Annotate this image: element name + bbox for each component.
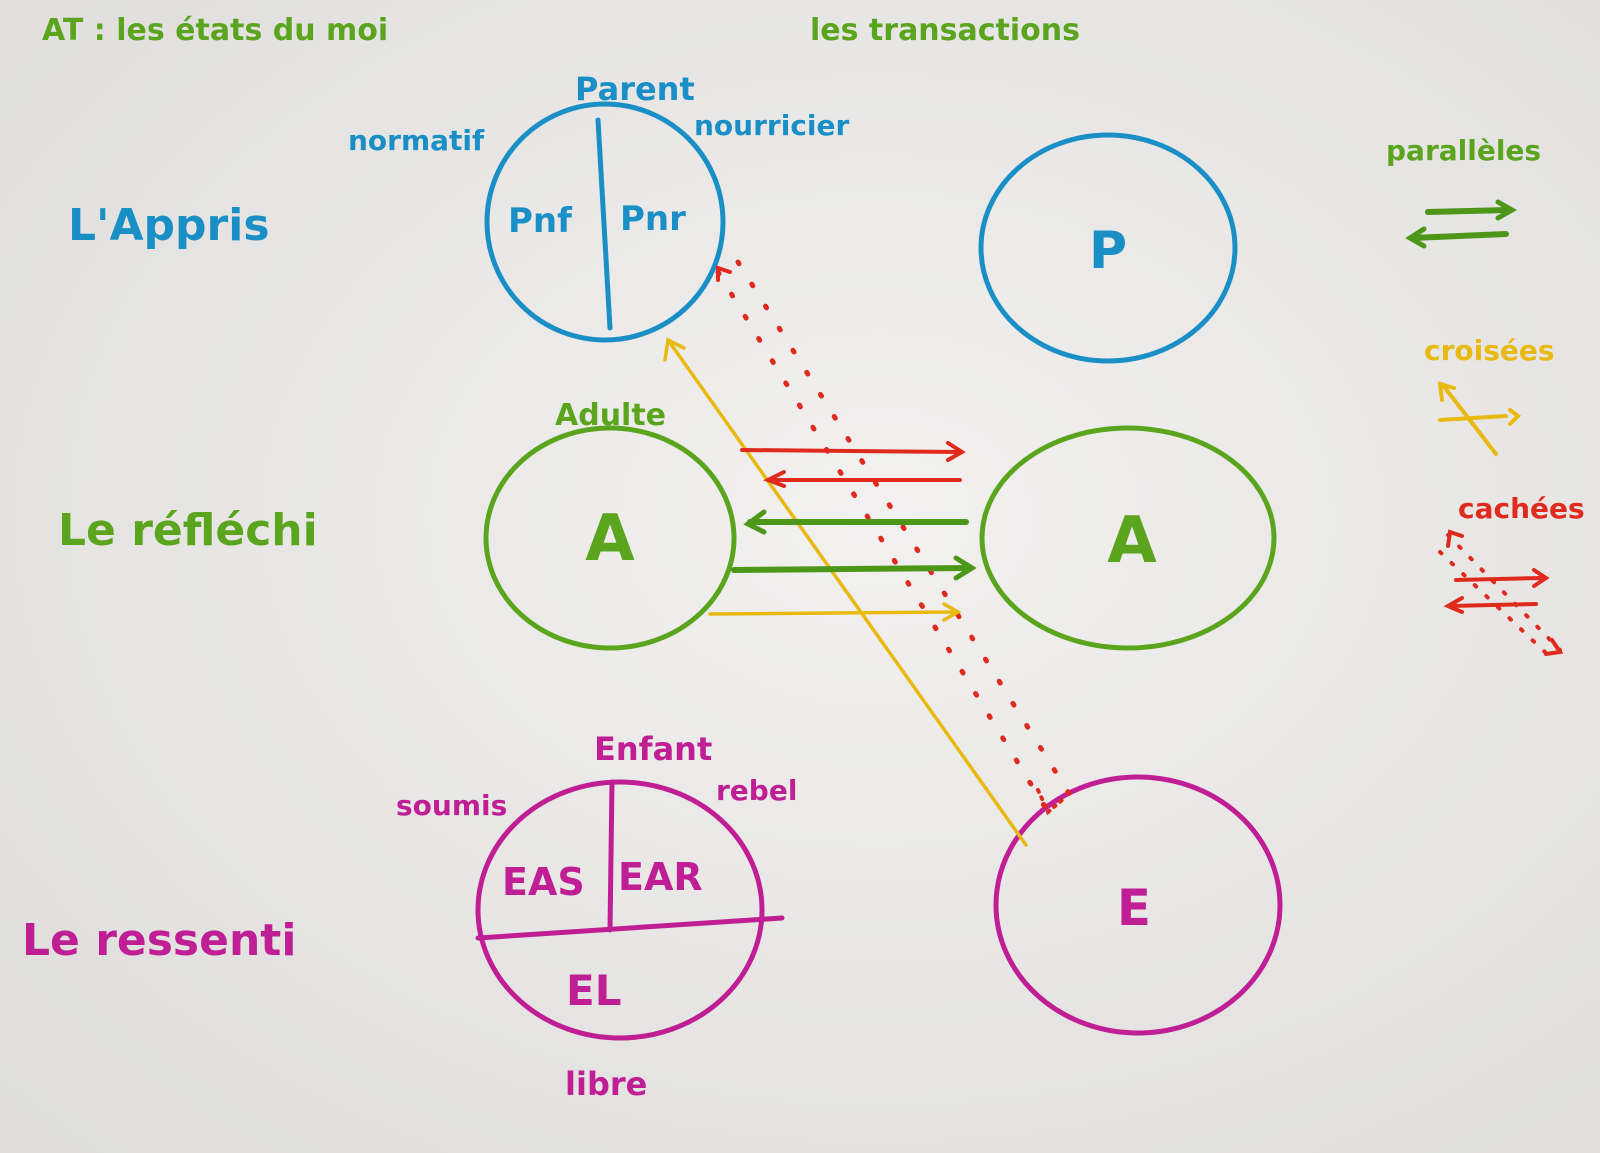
parent-circle-left: [484, 101, 726, 343]
legend-parallel-arrowhead-left: [1405, 226, 1427, 249]
child-letter-right: E: [1117, 879, 1151, 937]
parent-normatif-label: normatif: [348, 124, 485, 157]
hidden-arrowhead-bottom: [1036, 788, 1064, 816]
hidden-transaction-diagonal: [715, 259, 1073, 816]
child-divider-horizontal: [475, 915, 785, 941]
legend-crossed-line-horizontal: [1438, 414, 1508, 422]
parent-quadrant-pnf: Pnf: [508, 201, 573, 241]
legend-parallel-arrowhead-right: [1495, 199, 1518, 221]
legend-crossed-arrowhead-diagonal: [1437, 381, 1456, 402]
hidden-arrowhead-left: [763, 470, 786, 488]
parallel-transaction-arrows: [731, 509, 977, 581]
parallel-line-right: [731, 565, 973, 573]
hidden-arrowhead-right: [946, 441, 966, 462]
legend-hidden-label: cachées: [1458, 492, 1585, 525]
child-heading: Enfant: [594, 730, 712, 768]
crossed-arrowhead-horizontal: [942, 602, 962, 622]
row-label-ressenti: Le ressenti: [22, 915, 296, 966]
legend-hidden-line-left: [1448, 602, 1538, 608]
adult-left-group: Adulte A: [483, 398, 737, 651]
child-circle-right: [993, 774, 1283, 1036]
adult-letter-left: A: [585, 502, 635, 576]
adult-circle-right: [979, 425, 1277, 651]
child-quadrant-el: EL: [566, 966, 621, 1015]
parent-letter-right: P: [1089, 221, 1127, 281]
row-label-appris: L'Appris: [68, 200, 270, 251]
child-divider-vertical: [607, 779, 615, 933]
parent-heading: Parent: [575, 70, 695, 108]
parallel-arrowhead-right: [953, 555, 977, 581]
legend-hidden-arrowhead-top: [1446, 529, 1464, 548]
crossed-line-horizontal: [708, 610, 958, 616]
parent-quadrant-pnr: Pnr: [620, 199, 686, 239]
hidden-dotted-line-b: [735, 259, 1073, 798]
crossed-transaction-arrows: [663, 337, 1028, 847]
child-circle-left: [475, 779, 765, 1041]
legend-parallel-line-right: [1425, 207, 1511, 215]
parent-right-group: P: [978, 132, 1238, 364]
legend-parallel-label: parallèles: [1386, 134, 1541, 167]
row-label-reflechi: Le réfléchi: [58, 505, 318, 556]
hidden-transaction-horizontal: [740, 441, 966, 488]
child-quadrant-eas: EAS: [502, 860, 585, 904]
child-rebel-label: rebel: [716, 774, 797, 807]
legend-crossed-label: croisées: [1424, 334, 1555, 367]
child-soumis-label: soumis: [396, 789, 507, 822]
child-quadrant-ear: EAR: [618, 855, 703, 899]
hidden-line-right: [740, 448, 962, 454]
parallel-arrowhead-left: [743, 509, 767, 535]
parent-circle-right: [978, 132, 1238, 364]
child-right-group: E: [993, 774, 1283, 1036]
parent-divider: [595, 117, 613, 331]
child-libre-label: libre: [565, 1065, 647, 1103]
title-left: AT : les états du moi: [42, 13, 388, 48]
hidden-dotted-line-a: [715, 269, 1051, 815]
legend-hidden-arrowhead-right: [1532, 568, 1550, 588]
title-right: les transactions: [810, 13, 1080, 48]
legend: parallèles croisées cachées: [1386, 134, 1585, 657]
parent-left-group: Parent normatif nourricier Pnf Pnr: [348, 70, 850, 343]
hidden-arrowhead-top: [716, 265, 732, 282]
crossed-line-diagonal: [666, 338, 1028, 847]
parent-nourricier-label: nourricier: [694, 109, 850, 142]
legend-hidden-arrowhead-left: [1443, 596, 1464, 614]
legend-hidden-arrowhead-bottom: [1544, 638, 1564, 656]
adult-right-group: A: [979, 425, 1277, 651]
child-left-group: Enfant soumis rebel EAS EAR EL libre: [396, 730, 797, 1103]
legend-parallel-line-left: [1409, 231, 1509, 241]
adult-letter-right: A: [1107, 504, 1157, 578]
legend-crossed-arrowhead-horizontal: [1508, 408, 1522, 426]
adult-circle-left: [483, 425, 737, 651]
crossed-arrowhead-diagonal: [663, 337, 686, 362]
legend-hidden-line-right: [1454, 576, 1542, 582]
legend-hidden-dotted-a: [1446, 533, 1562, 652]
